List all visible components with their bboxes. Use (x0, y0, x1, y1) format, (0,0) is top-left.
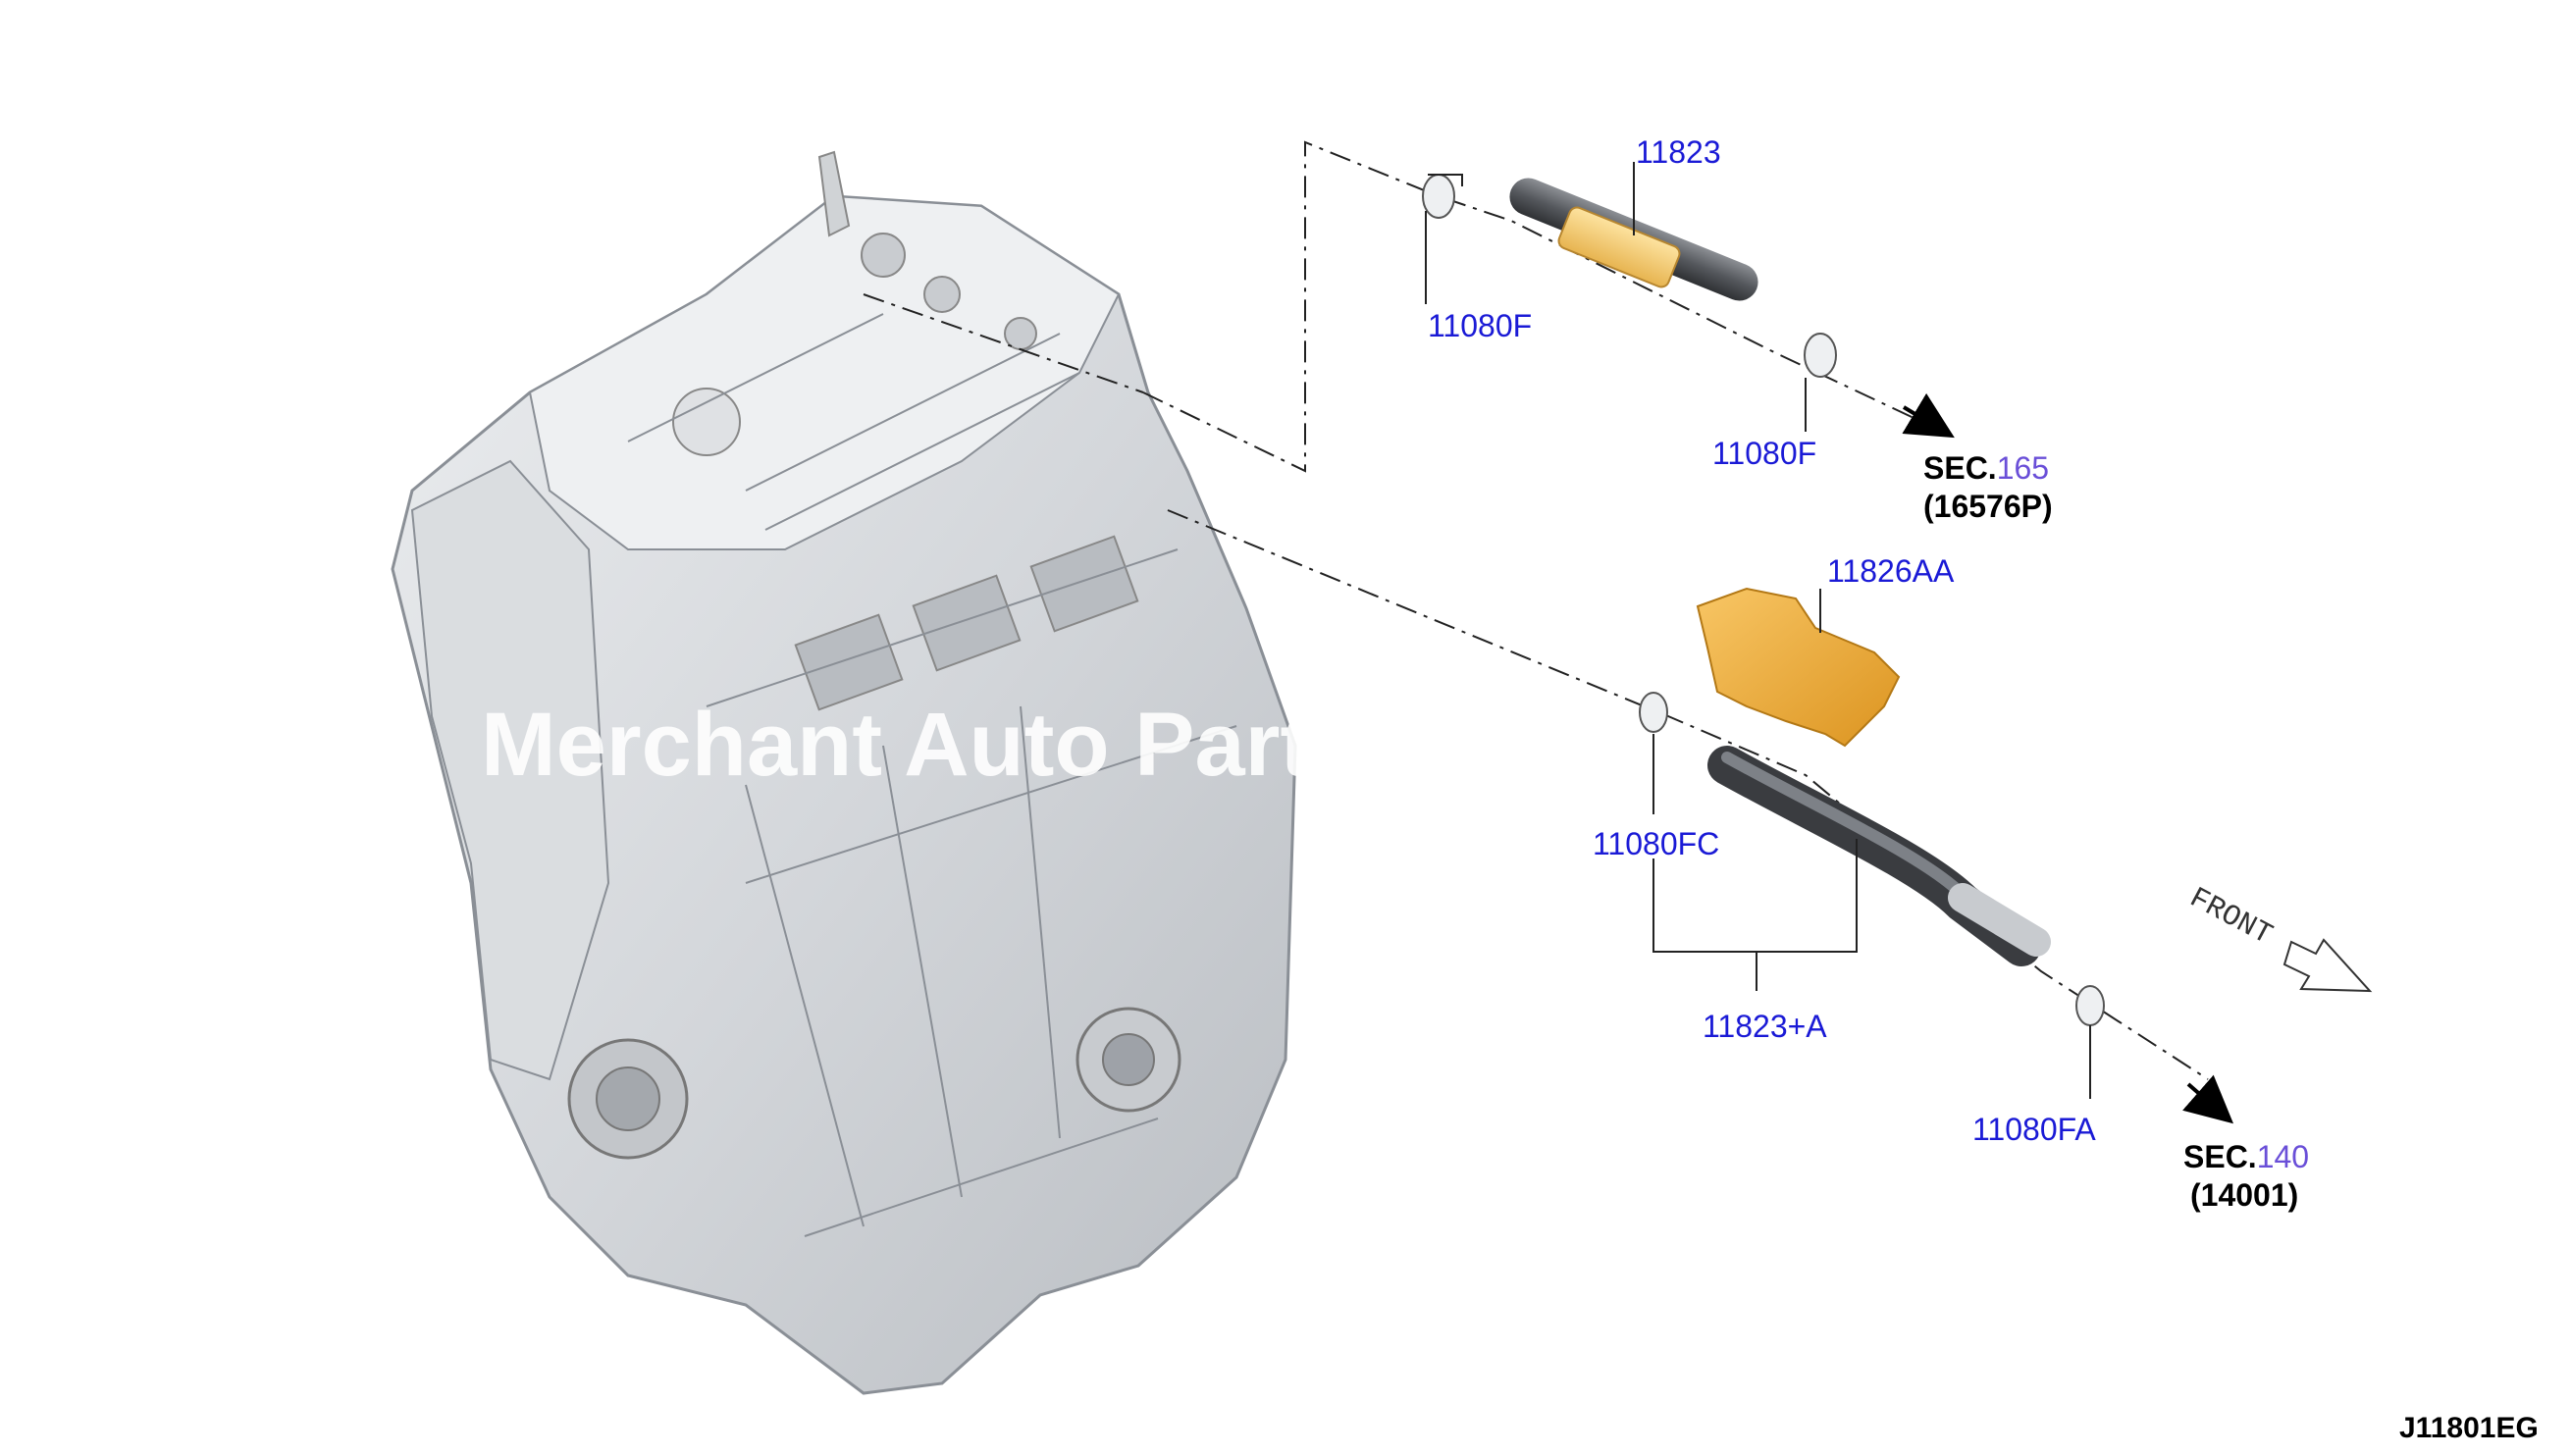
section-ref-165-number[interactable]: 165 (1997, 450, 2049, 486)
label-11823: 11823 (1636, 134, 1721, 170)
lifting-bracket (817, 150, 851, 237)
block-ribs (706, 548, 1237, 1237)
label-11823A: 11823+A (1703, 1009, 1827, 1044)
clamp-11080F-top (1422, 174, 1463, 219)
engine-assembly (391, 150, 1297, 1395)
label-11080F-bottom: 11080F (1712, 436, 1816, 471)
label-11080F-top: 11080F (1428, 308, 1532, 343)
front-label: FRONT (2183, 882, 2277, 953)
section-ref-140: SEC.140 (2183, 1139, 2309, 1174)
section-ref-165: SEC.165 (1923, 450, 2049, 486)
heat-cover-11826AA (1696, 587, 1901, 748)
section-ref-165-prefix: SEC. (1923, 450, 1997, 486)
leader-lines (1425, 162, 2234, 1124)
label-11080FC: 11080FC (1593, 826, 1719, 861)
section-ref-140-prefix: SEC. (2183, 1139, 2257, 1174)
section-ref-140-part: (14001) (2190, 1177, 2298, 1213)
clamp-11080FA (2075, 985, 2105, 1026)
clamp-11080FC (1639, 692, 1668, 733)
section-ref-165-part: (16576P) (1923, 489, 2053, 524)
section-ref-140-number[interactable]: 140 (2257, 1139, 2309, 1174)
label-11826AA: 11826AA (1827, 553, 1955, 589)
watermark: Merchant Auto Parts (481, 695, 1360, 795)
upper-hose-highlight (1557, 206, 1681, 288)
front-arrow-icon (2282, 938, 2373, 993)
lower-hose-assembly (1707, 746, 2051, 966)
upper-hose-assembly (1509, 178, 1758, 301)
clamp-11080F-bottom (1804, 333, 1837, 378)
front-indicator: FRONT (2183, 882, 2373, 993)
intake-ports (794, 535, 1139, 711)
label-11080FA: 11080FA (1972, 1112, 2096, 1147)
head-details (627, 233, 1080, 531)
lower-hose-end (1948, 883, 2051, 957)
figure-code: J11801EG (2399, 1412, 2539, 1444)
timing-cover (410, 459, 610, 1081)
